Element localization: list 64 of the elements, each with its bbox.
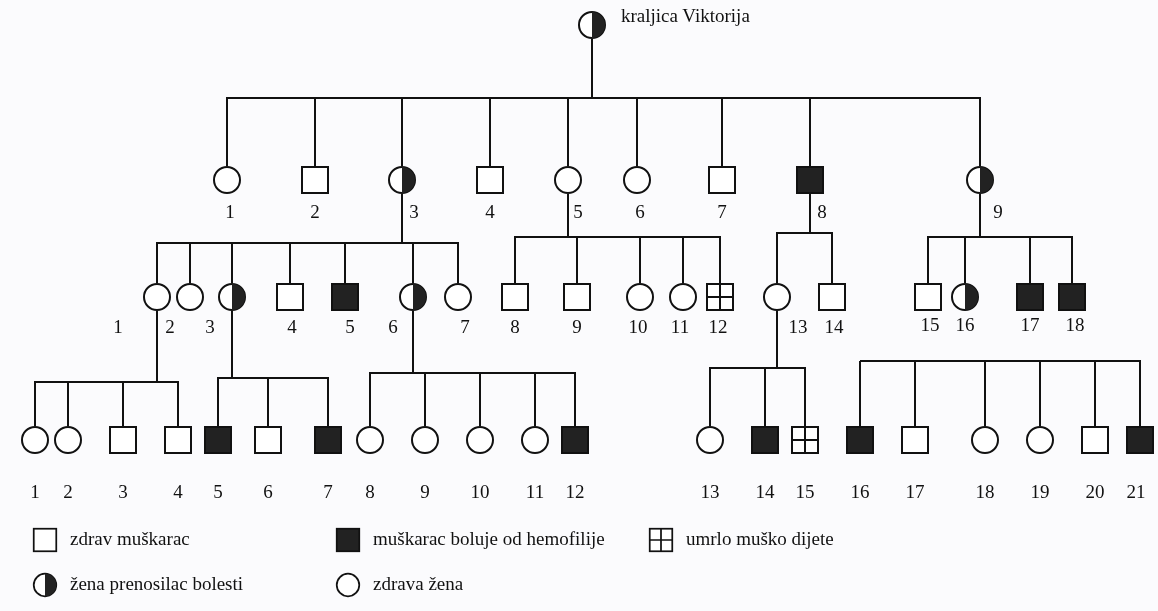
- person-number: 5: [213, 482, 223, 502]
- person-number: 16: [850, 482, 870, 502]
- pedigree-line: [412, 310, 576, 427]
- legend-text: umrlo muško dijete: [686, 528, 834, 550]
- person-number: 2: [63, 482, 73, 502]
- pedigree-line: [979, 193, 1073, 284]
- person-number: 3: [409, 202, 419, 222]
- person-number: 6: [635, 202, 645, 222]
- person-number: 7: [460, 317, 470, 337]
- person-number: 19: [1030, 482, 1050, 502]
- person-number: 11: [670, 317, 690, 337]
- person-number: 8: [817, 202, 827, 222]
- person-number: 9: [993, 202, 1003, 222]
- person-number: 5: [345, 317, 355, 337]
- person-number: 17: [1020, 315, 1040, 335]
- person-number: 18: [975, 482, 995, 502]
- person-number: 1: [113, 317, 123, 337]
- person-number: 15: [920, 315, 940, 335]
- person-number: 1: [30, 482, 40, 502]
- person-number: 21: [1126, 482, 1146, 502]
- person-number: 2: [310, 202, 320, 222]
- pedigree-line: [156, 310, 179, 427]
- person-number: 11: [525, 482, 545, 502]
- person-number: 16: [955, 315, 975, 335]
- name-label: kraljica Viktorija: [621, 6, 750, 26]
- person-number: 15: [795, 482, 815, 502]
- person-number: 5: [573, 202, 583, 222]
- person-number: 2: [165, 317, 175, 337]
- person-number: 4: [485, 202, 495, 222]
- person-number: 18: [1065, 315, 1085, 335]
- person-number: 10: [628, 317, 648, 337]
- person-number: 12: [708, 317, 728, 337]
- person-number: 4: [173, 482, 183, 502]
- pedigree-line: [401, 193, 459, 284]
- pedigree-line: [859, 360, 861, 427]
- pedigree-line: [567, 193, 721, 284]
- pedigree-line: [776, 310, 806, 427]
- person-number: 4: [287, 317, 297, 337]
- person-number: 6: [263, 482, 273, 502]
- person-number: 3: [118, 482, 128, 502]
- person-number: 1: [225, 202, 235, 222]
- legend-text: žena prenosilac bolesti: [70, 573, 244, 595]
- legend-text: muškarac boluje od hemofilije: [373, 528, 605, 550]
- person-number: 6: [388, 317, 398, 337]
- person-number: 14: [824, 317, 844, 337]
- legend-text: zdrav muškarac: [70, 528, 190, 550]
- pedigree-line: [231, 310, 329, 427]
- person-number: 14: [755, 482, 775, 502]
- person-number: 20: [1085, 482, 1105, 502]
- person-number: 12: [565, 482, 585, 502]
- person-number: 9: [572, 317, 582, 337]
- legend-text: zdrava žena: [373, 573, 464, 595]
- pedigree-line: [859, 360, 1141, 427]
- person-number: 3: [205, 317, 215, 337]
- person-number: 8: [510, 317, 520, 337]
- pedigree-line: [809, 193, 833, 284]
- person-number: 8: [365, 482, 375, 502]
- person-number: 10: [470, 482, 490, 502]
- person-number: 7: [323, 482, 333, 502]
- person-number: 9: [420, 482, 430, 502]
- person-number: 13: [700, 482, 720, 502]
- person-number: 17: [905, 482, 925, 502]
- person-number: 7: [717, 202, 727, 222]
- person-number: 13: [788, 317, 808, 337]
